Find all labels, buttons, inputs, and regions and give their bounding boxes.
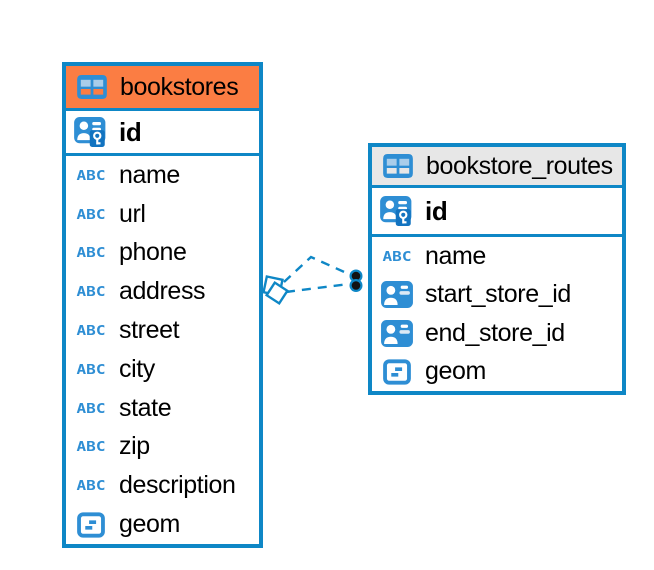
column-name: geom — [425, 357, 486, 386]
column-list: ABC name start_store_id end_store_id ge — [372, 237, 622, 391]
column-name: state — [119, 393, 172, 422]
column-name: name — [425, 241, 486, 270]
table-icon — [380, 154, 416, 178]
column-row-pk-id[interactable]: id — [372, 188, 622, 237]
text-type-icon: ABC — [76, 283, 106, 300]
column-name: phone — [119, 238, 187, 267]
text-type-icon: ABC — [76, 361, 106, 378]
text-type-icon: ABC — [76, 477, 106, 494]
column-name: end_store_id — [425, 318, 565, 347]
column-row[interactable]: ABC description — [66, 466, 259, 505]
column-row[interactable]: ABC street — [66, 311, 259, 350]
column-name: name — [119, 160, 180, 189]
table-header-bookstore-routes[interactable]: bookstore_routes — [372, 147, 622, 188]
relationship-line-start-store[interactable] — [283, 255, 352, 283]
primary-key-icon — [73, 117, 109, 147]
text-type-icon: ABC — [76, 322, 106, 339]
column-name: id — [119, 116, 142, 147]
text-type-icon: ABC — [382, 248, 412, 265]
column-row[interactable]: end_store_id — [372, 314, 622, 353]
column-name: url — [119, 199, 146, 228]
column-name: start_store_id — [425, 280, 571, 309]
column-name: zip — [119, 432, 150, 461]
column-name: id — [425, 195, 448, 226]
relationship-line-end-store[interactable] — [285, 282, 350, 294]
column-row[interactable]: ABC address — [66, 272, 259, 311]
primary-key-icon — [379, 196, 415, 226]
table-icon — [74, 75, 110, 99]
column-row[interactable]: geom — [372, 353, 622, 392]
relationship-diamond-markers[interactable] — [262, 275, 290, 306]
column-name: city — [119, 354, 155, 383]
text-type-icon: ABC — [76, 244, 106, 262]
column-row[interactable]: ABC name — [66, 156, 259, 195]
object-type-icon — [379, 359, 415, 385]
text-type-icon: ABC — [76, 206, 106, 223]
column-name: description — [119, 471, 236, 500]
entity-table-bookstore-routes[interactable]: bookstore_routes id ABC name start_store… — [368, 143, 626, 395]
column-list: ABC name ABC url ABC phone ABC address A… — [66, 156, 259, 544]
entity-table-bookstores[interactable]: bookstores id ABC name ABC url ABC phone… — [62, 62, 263, 548]
column-row[interactable]: ABC name — [372, 237, 622, 276]
column-name: street — [119, 316, 180, 345]
column-row[interactable]: ABC zip — [66, 428, 259, 467]
column-row[interactable]: ABC url — [66, 195, 259, 234]
table-title: bookstore_routes — [426, 151, 613, 180]
column-row[interactable]: ABC city — [66, 350, 259, 389]
column-name: address — [119, 277, 206, 306]
table-header-bookstores[interactable]: bookstores — [66, 66, 259, 111]
relationship-dot-markers[interactable] — [349, 269, 363, 293]
column-row[interactable]: ABC state — [66, 389, 259, 428]
column-row-pk-id[interactable]: id — [66, 111, 259, 156]
text-type-icon: ABC — [76, 400, 106, 417]
column-name: geom — [119, 510, 180, 539]
text-type-icon: ABC — [76, 167, 106, 184]
reference-column-icon — [379, 320, 415, 347]
reference-column-icon — [379, 281, 415, 308]
column-row[interactable]: start_store_id — [372, 276, 622, 315]
column-row[interactable]: ABC phone — [66, 234, 259, 273]
object-type-icon — [73, 512, 109, 538]
table-title: bookstores — [120, 72, 239, 101]
column-row[interactable]: geom — [66, 505, 259, 544]
text-type-icon: ABC — [76, 438, 106, 456]
